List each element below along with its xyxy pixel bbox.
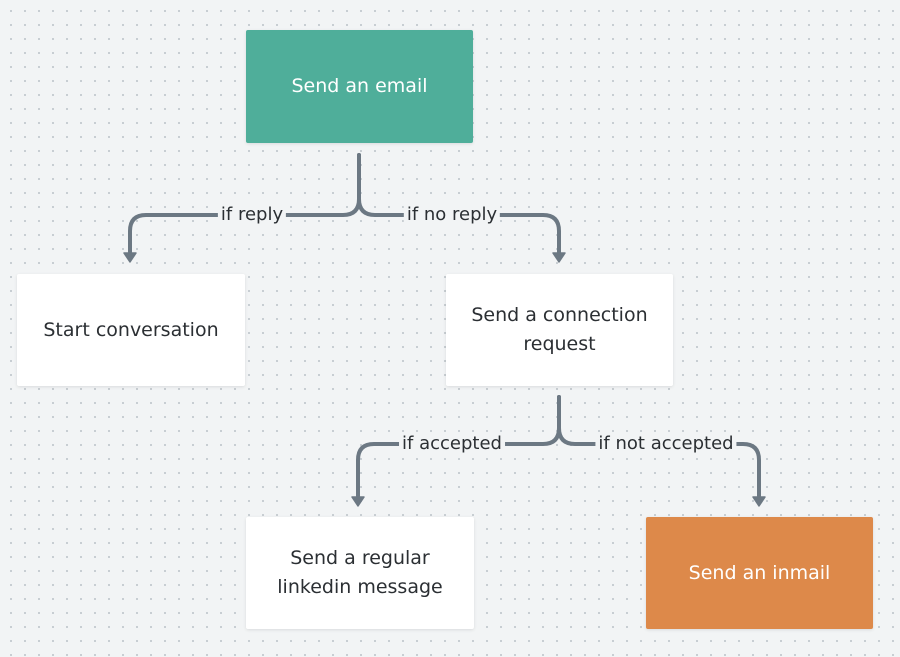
node-send-inmail-label: Send an inmail bbox=[688, 561, 831, 584]
node-regular-message[interactable]: Send a regular linkedin message bbox=[246, 517, 474, 629]
edge-label-if-reply: if reply bbox=[217, 204, 287, 226]
node-start-conversation-label: Start conversation bbox=[43, 318, 219, 341]
edge-label-if-accepted: if accepted bbox=[399, 433, 505, 455]
node-send-email[interactable]: Send an email bbox=[246, 30, 473, 143]
edge-label-if-no-reply: if no reply bbox=[403, 204, 501, 226]
node-connection-request-label: Send a connection request bbox=[471, 304, 648, 355]
edge-label-if-not-accepted: if not accepted bbox=[595, 433, 737, 455]
arrowhead-to-regular-message bbox=[351, 496, 365, 507]
node-start-conversation[interactable]: Start conversation bbox=[17, 274, 245, 386]
node-send-inmail[interactable]: Send an inmail bbox=[646, 517, 873, 629]
node-send-email-label: Send an email bbox=[291, 75, 428, 97]
node-regular-message-label: Send a regular linkedin message bbox=[277, 547, 443, 598]
node-connection-request[interactable]: Send a connection request bbox=[446, 274, 673, 386]
arrowhead-to-connection-request bbox=[552, 252, 566, 263]
arrowhead-to-inmail bbox=[752, 496, 766, 507]
arrowhead-to-start-conversation bbox=[123, 252, 137, 263]
